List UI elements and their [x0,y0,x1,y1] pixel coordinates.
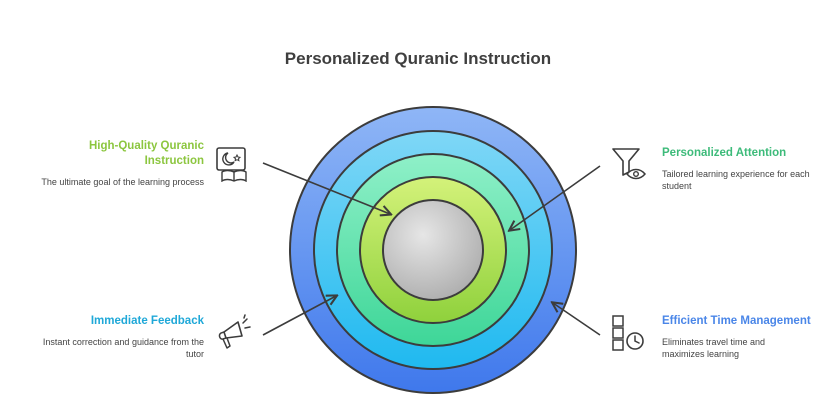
item-immediate-feedback: Immediate Feedback Instant correction an… [34,314,204,360]
filter-eye-icon [612,148,646,180]
item-high-quality: High-Quality Quranic Instruction The ult… [34,139,204,188]
item-heading: High-Quality Quranic Instruction [88,140,204,167]
page-title: Personalized Quranic Instruction [284,49,552,68]
item-heading: Immediate Feedback [90,315,204,327]
schedule-clock-icon [612,315,644,351]
item-time-management: Efficient Time Management Eliminates tra… [662,314,832,360]
arrow-feedback [262,296,336,336]
item-description: Eliminates travel time and maximizes lea… [662,337,766,359]
item-personalized-attention: Personalized Attention Tailored learning… [662,146,832,192]
item-description: The ultimate goal of the learning proces… [41,177,204,187]
item-heading: Personalized Attention [662,147,787,159]
arrow-time [553,303,601,336]
arrow-personalized [510,165,601,230]
megaphone-icon [218,314,251,349]
arrow-high-quality [262,162,390,214]
item-heading: Efficient Time Management [662,315,811,327]
ring-core [382,199,484,301]
item-description: Tailored learning experience for each st… [662,169,810,191]
item-description: Instant correction and guidance from the… [42,337,204,359]
book-crescent-icon [216,147,247,182]
